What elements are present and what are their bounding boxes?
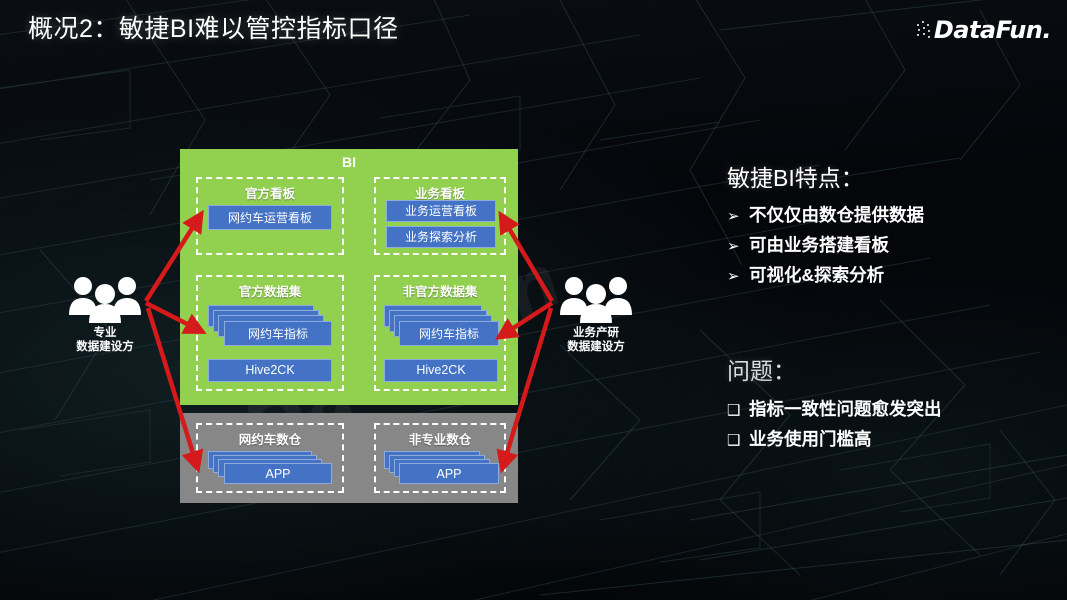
datafun-dots-icon: [916, 20, 933, 40]
group-unofficial-dataset: 非官方数据集 网约车指标 Hive2CK: [374, 275, 506, 391]
problem-item-label: 指标一致性问题愈发突出: [749, 399, 942, 419]
stack-front-label: APP: [224, 463, 332, 484]
bi-panel-label: BI: [342, 154, 356, 170]
box-ride-hailing-operation-dashboard[interactable]: 网约车运营看板: [208, 205, 332, 230]
features-list: ➢ 不仅仅由数仓提供数据 ➢ 可由业务搭建看板 ➢ 可视化&探索分析: [727, 202, 924, 292]
problem-item: ❑ 业务使用门槛高: [727, 426, 942, 451]
group-official-dashboard: 官方看板 网约车运营看板: [196, 177, 344, 255]
slide-title: 概况2：敏捷BI难以管控指标口径: [28, 15, 399, 43]
actor-caption: 业务产研 数据建设方: [546, 326, 646, 355]
group-title: 官方数据集: [238, 285, 302, 299]
stack-ride-hailing-metrics[interactable]: 网约车指标: [208, 305, 334, 351]
people-group-icon: [69, 277, 141, 323]
stack-ride-hailing-metrics[interactable]: 网约车指标: [384, 305, 500, 351]
actor-caption: 专业 数据建设方: [55, 326, 155, 355]
stack-front-label: APP: [399, 463, 499, 484]
stack-front-label: 网约车指标: [224, 321, 332, 346]
actor-professional-data-builder: 专业 数据建设方: [55, 275, 155, 355]
feature-item-label: 不仅仅由数仓提供数据: [749, 205, 924, 225]
group-business-dashboard: 业务看板 业务运营看板 业务探索分析: [374, 177, 506, 255]
group-title: 官方看板: [244, 187, 295, 201]
feature-item: ➢ 可视化&探索分析: [727, 262, 924, 287]
feature-item-label: 可视化&探索分析: [749, 265, 885, 285]
group-title: 非官方数据集: [402, 285, 478, 299]
actor-business-rd-data-builder: 业务产研 数据建设方: [546, 275, 646, 355]
actor-caption-line1: 业务产研: [573, 327, 619, 339]
box-business-exploration-analysis[interactable]: 业务探索分析: [386, 226, 496, 248]
group-title: 网约车数仓: [238, 433, 302, 447]
stack-front-label: 网约车指标: [399, 321, 499, 346]
stack-app[interactable]: APP: [208, 451, 334, 489]
box-hive2ck[interactable]: Hive2CK: [384, 359, 498, 382]
datafun-logo: DataFun.: [916, 16, 1052, 44]
problems-list: ❑ 指标一致性问题愈发突出 ❑ 业务使用门槛高: [727, 396, 942, 456]
group-non-professional-warehouse: 非专业数仓 APP: [374, 423, 506, 493]
problems-heading: 问题：: [727, 358, 796, 384]
arrow-bullet-icon: ➢: [727, 267, 740, 285]
square-bullet-icon: ❑: [727, 431, 741, 449]
arrow-bullet-icon: ➢: [727, 237, 740, 255]
logo-text: DataFun.: [933, 16, 1052, 44]
group-official-dataset: 官方数据集 网约车指标 Hive2CK: [196, 275, 344, 391]
group-ride-hailing-warehouse: 网约车数仓 APP: [196, 423, 344, 493]
features-heading: 敏捷BI特点：: [727, 165, 864, 191]
feature-item: ➢ 可由业务搭建看板: [727, 232, 924, 257]
group-title: 非专业数仓: [408, 433, 472, 447]
people-group-icon: [560, 277, 632, 323]
bi-panel: BI 官方看板 网约车运营看板 业务看板 业务运营看板 业务探索分析 官方数据集…: [180, 149, 518, 405]
feature-item: ➢ 不仅仅由数仓提供数据: [727, 202, 924, 227]
actor-caption-line2: 数据建设方: [76, 341, 134, 354]
group-title: 业务看板: [414, 187, 465, 201]
square-bullet-icon: ❑: [727, 401, 741, 419]
problem-item-label: 业务使用门槛高: [749, 429, 872, 449]
problem-item: ❑ 指标一致性问题愈发突出: [727, 396, 942, 421]
actor-caption-line2: 数据建设方: [567, 341, 625, 354]
stack-app[interactable]: APP: [384, 451, 502, 489]
arrow-bullet-icon: ➢: [727, 207, 740, 225]
box-business-operation-dashboard[interactable]: 业务运营看板: [386, 200, 496, 222]
feature-item-label: 可由业务搭建看板: [749, 235, 889, 255]
box-hive2ck[interactable]: Hive2CK: [208, 359, 332, 382]
warehouse-panel: 网约车数仓 APP 非专业数仓 APP: [180, 413, 518, 503]
actor-caption-line1: 专业: [93, 327, 117, 339]
